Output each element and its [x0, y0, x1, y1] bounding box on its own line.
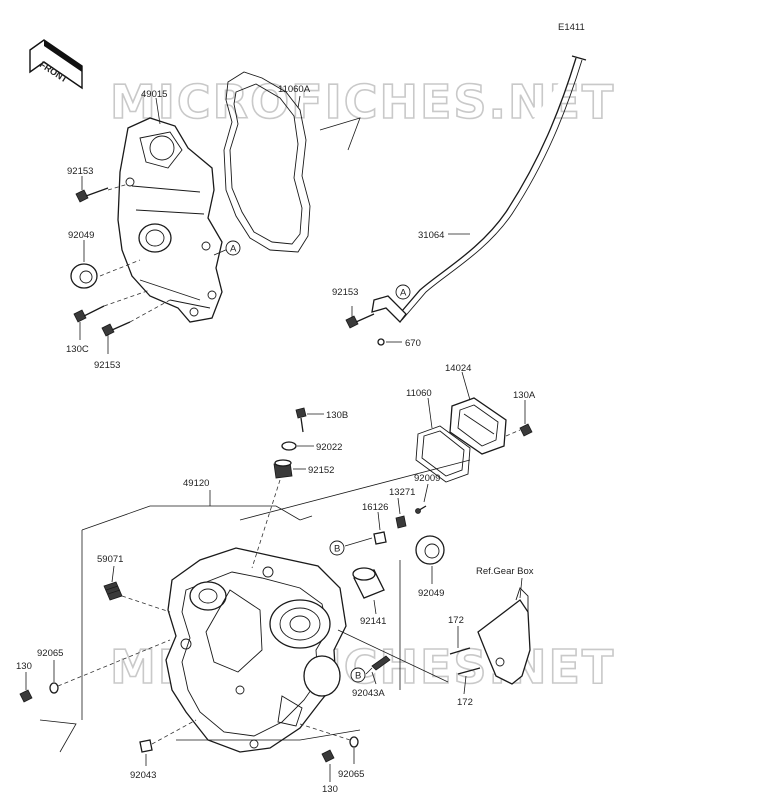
label-11060A: 11060A — [278, 84, 311, 95]
callout-A-1-label: A — [230, 244, 237, 255]
screw-92009 — [415, 505, 427, 514]
dowel-92043 — [139, 739, 153, 753]
gasket-11060A — [223, 71, 311, 253]
part-13271 — [395, 515, 407, 529]
pin-92043A — [371, 655, 391, 671]
o-ring-670 — [377, 338, 385, 346]
cap-92152 — [273, 459, 293, 479]
callout-B-2-label: B — [355, 671, 361, 682]
label-ref-gear-box: Ref.Gear Box — [476, 566, 534, 577]
label-92009: 92009 — [414, 473, 440, 484]
bolt-130B — [295, 407, 307, 433]
label-92049-b: 92049 — [418, 588, 444, 599]
washer-92065-left — [49, 682, 59, 694]
callout-A-2-label: A — [400, 288, 407, 299]
cover-14024 — [449, 397, 507, 455]
label-13271: 13271 — [389, 487, 415, 498]
label-92153-c: 92153 — [332, 287, 358, 298]
oil-seal-92049-upper — [70, 263, 98, 289]
label-92022: 92022 — [316, 442, 342, 453]
oil-seal-92049-lower — [415, 535, 445, 565]
crankcase-49120 — [165, 547, 347, 753]
dipstick-tube-31064 — [395, 55, 587, 321]
label-172-b: 172 — [457, 697, 473, 708]
front-arrow-icon: FRONT — [29, 39, 83, 90]
label-172-a: 172 — [448, 615, 464, 626]
pin-16126 — [373, 531, 387, 545]
label-11060: 11060 — [406, 388, 432, 399]
label-49120: 49120 — [183, 478, 209, 489]
label-92065-b: 92065 — [338, 769, 364, 780]
label-16126: 16126 — [362, 502, 388, 513]
label-130C: 130C — [66, 344, 89, 355]
stud-172-upper — [449, 647, 471, 655]
watermark-top: MICROFICHES.NET — [110, 75, 615, 129]
bolt-130A — [519, 423, 533, 437]
bolt-130-bottom — [321, 749, 335, 763]
bushing-92141 — [352, 567, 385, 599]
callout-B-2 — [350, 667, 366, 683]
label-92049-a: 92049 — [68, 230, 94, 241]
label-130-b: 130 — [322, 784, 338, 795]
callout-A-1 — [225, 240, 241, 256]
label-92153-b: 92153 — [94, 360, 120, 371]
label-92153-a: 92153 — [67, 166, 93, 177]
gasket-11060 — [415, 425, 471, 483]
bolt-92153-lower — [101, 321, 131, 337]
label-31064: 31064 — [418, 230, 444, 241]
stud-172-lower — [457, 667, 481, 675]
washer-92022 — [281, 441, 297, 451]
gear-box-bracket — [477, 587, 531, 685]
label-49015: 49015 — [141, 89, 167, 100]
plug-59071 — [103, 581, 123, 601]
bolt-92153-upper — [75, 187, 109, 203]
front-cover-49015 — [117, 117, 223, 323]
label-92065-a: 92065 — [37, 648, 63, 659]
label-59071: 59071 — [97, 554, 123, 565]
bolt-130-left — [19, 689, 33, 703]
bolt-130C — [73, 305, 105, 323]
label-670: 670 — [405, 338, 421, 349]
callout-B-1-label: B — [334, 544, 340, 555]
label-92043: 92043 — [130, 770, 156, 781]
label-92043A: 92043A — [352, 688, 385, 699]
label-130-a: 130 — [16, 661, 32, 672]
label-92152: 92152 — [308, 465, 334, 476]
label-130A: 130A — [513, 390, 536, 401]
label-130B: 130B — [326, 410, 348, 421]
callout-A-2 — [395, 284, 411, 300]
diagram-code: E1411 — [558, 22, 585, 33]
bracket-dipstick — [345, 295, 407, 329]
washer-92065-bottom — [349, 736, 359, 748]
callout-B-1 — [329, 540, 345, 556]
label-92141: 92141 — [360, 616, 386, 627]
label-14024: 14024 — [445, 363, 471, 374]
